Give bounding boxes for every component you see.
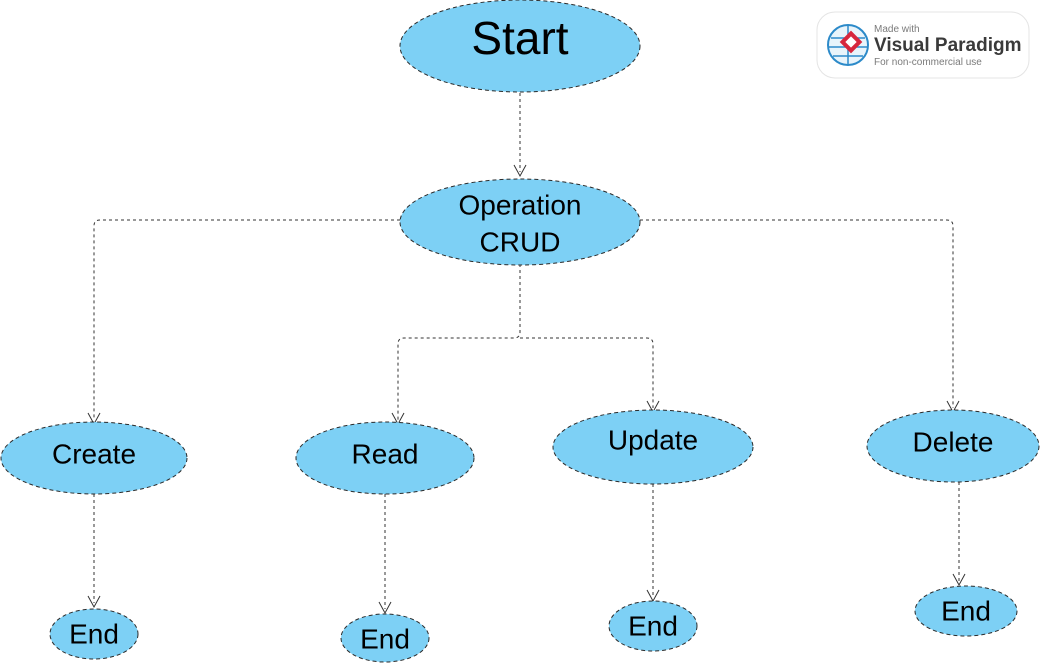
node-read-label: Read [352,438,419,469]
node-end-delete[interactable]: End [914,585,1018,637]
node-end-create-label: End [69,618,119,649]
visual-paradigm-logo-icon [827,24,869,66]
node-end-read[interactable]: End [340,613,430,663]
edge-create-end-arrowhead [87,595,101,609]
node-create-label: Create [52,438,136,469]
watermark-made-with: Made with [874,24,920,35]
node-start[interactable]: Start [399,0,641,93]
edge-operation-trunk [397,264,521,420]
watermark-brand: Visual Paradigm [874,35,1022,56]
edges [87,93,966,615]
node-create[interactable]: Create [0,421,188,495]
node-update-label: Update [608,424,698,455]
edge-start-operation-arrowhead [513,164,527,178]
node-operation-label-line2: CRUD [480,226,561,257]
edge-operation-create [93,219,400,420]
node-start-label: Start [471,12,568,64]
node-operation[interactable]: Operation CRUD [399,178,641,266]
edge-read-end-arrowhead [378,601,392,615]
node-end-update-label: End [628,610,678,641]
visual-paradigm-watermark: Made with Visual Paradigm For non-commer… [816,11,1030,79]
node-delete[interactable]: Delete [866,409,1040,483]
edge-update-end-arrowhead [646,589,660,603]
node-delete-label: Delete [913,426,994,457]
node-end-create[interactable]: End [49,608,139,660]
node-update[interactable]: Update [552,409,754,485]
watermark-note: For non-commercial use [874,57,982,68]
node-operation-label-line1: Operation [459,189,582,220]
edge-delete-end-arrowhead [952,573,966,587]
edge-operation-update [520,337,654,408]
node-read[interactable]: Read [295,421,475,495]
node-end-delete-label: End [941,595,991,626]
edge-operation-delete [640,219,954,408]
node-end-update[interactable]: End [608,600,698,652]
node-end-read-label: End [360,623,410,654]
